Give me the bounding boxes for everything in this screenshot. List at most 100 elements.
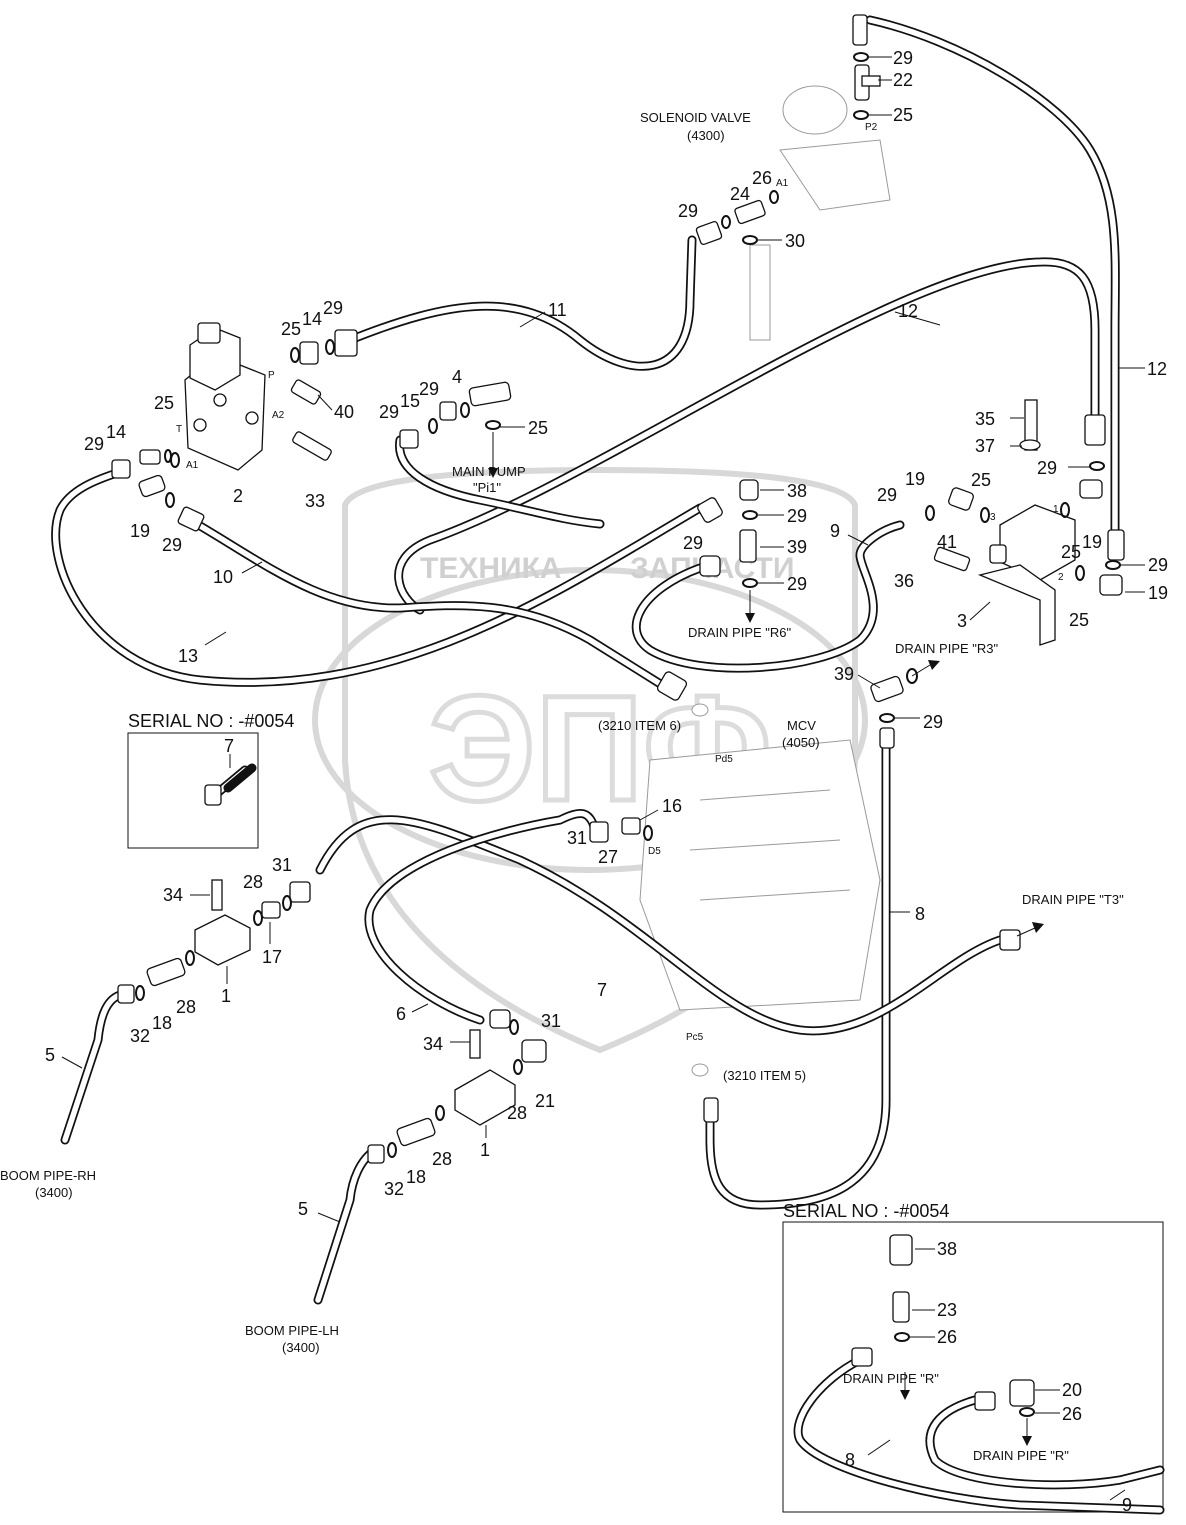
callout-12: 12 bbox=[898, 301, 918, 321]
mcv-ghost bbox=[639, 703, 881, 1077]
port-a2: A2 bbox=[272, 410, 285, 421]
callout-32: 32 bbox=[130, 1026, 150, 1046]
port-a1-solenoid: A1 bbox=[776, 178, 789, 189]
port-1: 1 bbox=[1053, 504, 1059, 515]
callout-37: 37 bbox=[975, 436, 995, 456]
boom-lh-label: BOOM PIPE-LH bbox=[245, 1323, 339, 1338]
callout-7: 7 bbox=[597, 980, 607, 1000]
callout-17: 17 bbox=[262, 947, 282, 967]
callout-34: 34 bbox=[423, 1034, 443, 1054]
callout-19: 19 bbox=[905, 469, 925, 489]
port-pc5: Pc5 bbox=[686, 1032, 704, 1043]
port-p2: P2 bbox=[865, 122, 878, 133]
callout-39: 39 bbox=[787, 537, 807, 557]
callout-31: 31 bbox=[541, 1011, 561, 1031]
port-d5: D5 bbox=[648, 846, 661, 857]
watermark-text-left: ТЕХНИКА bbox=[420, 552, 562, 585]
callout-25: 25 bbox=[281, 319, 301, 339]
inset-title-bottom-right: SERIAL NO : -#0054 bbox=[783, 1201, 949, 1221]
callout-15: 15 bbox=[400, 391, 420, 411]
callout-41: 41 bbox=[937, 532, 957, 552]
callout-18: 18 bbox=[152, 1013, 172, 1033]
callout-26: 26 bbox=[937, 1327, 957, 1347]
port-p: P bbox=[268, 370, 275, 381]
callout-29: 29 bbox=[787, 506, 807, 526]
callout-24: 24 bbox=[730, 184, 750, 204]
callout-28: 28 bbox=[432, 1149, 452, 1169]
callout-25: 25 bbox=[893, 105, 913, 125]
callout-26: 26 bbox=[1062, 1404, 1082, 1424]
callout-29: 29 bbox=[1037, 458, 1057, 478]
mcv-ref: (4050) bbox=[782, 735, 820, 750]
hoses bbox=[51, 15, 1120, 1305]
solenoid-valve-label: SOLENOID VALVE bbox=[640, 110, 751, 125]
callout-29: 29 bbox=[893, 48, 913, 68]
item5-label: (3210 ITEM 5) bbox=[723, 1068, 806, 1083]
callout-3: 3 bbox=[957, 611, 967, 631]
callout-39: 39 bbox=[834, 664, 854, 684]
inset-top-left: SERIAL NO : -#0054 bbox=[127, 711, 294, 849]
callout-25: 25 bbox=[971, 470, 991, 490]
callout-40: 40 bbox=[334, 402, 354, 422]
callout-29: 29 bbox=[1148, 555, 1168, 575]
inset-title-top-left: SERIAL NO : -#0054 bbox=[128, 711, 294, 731]
callout-13: 13 bbox=[178, 646, 198, 666]
callout-26: 26 bbox=[752, 168, 772, 188]
callout-29: 29 bbox=[379, 402, 399, 422]
port-pd5: Pd5 bbox=[715, 754, 733, 765]
callout-33: 33 bbox=[305, 491, 325, 511]
callout-25: 25 bbox=[154, 393, 174, 413]
callout-19: 19 bbox=[1082, 532, 1102, 552]
callout-23: 23 bbox=[937, 1300, 957, 1320]
port-a1: A1 bbox=[186, 460, 199, 471]
boom-lh-ref: (3400) bbox=[282, 1340, 320, 1355]
callout-10: 10 bbox=[213, 567, 233, 587]
callout-29: 29 bbox=[84, 434, 104, 454]
callout-29: 29 bbox=[678, 201, 698, 221]
callout-28: 28 bbox=[243, 872, 263, 892]
port-t: T bbox=[176, 424, 182, 435]
inset-bottom-right: SERIAL NO : -#0054 bbox=[782, 1201, 1165, 1515]
callout-32: 32 bbox=[384, 1179, 404, 1199]
callouts: 29 22 25 26 24 29 30 11 12 12 25 14 29 4… bbox=[45, 48, 1168, 1515]
callout-14: 14 bbox=[302, 309, 322, 329]
callout-28: 28 bbox=[507, 1103, 527, 1123]
main-pump-port-label: "Pi1" bbox=[473, 480, 501, 495]
callout-14: 14 bbox=[106, 422, 126, 442]
callout-30: 30 bbox=[785, 231, 805, 251]
port-3: 3 bbox=[990, 512, 996, 523]
boom-rh-ref: (3400) bbox=[35, 1185, 73, 1200]
callout-4: 4 bbox=[452, 367, 462, 387]
drain-r-label-a: DRAIN PIPE "R" bbox=[843, 1371, 939, 1386]
callout-31: 31 bbox=[272, 855, 292, 875]
port-2: 2 bbox=[1058, 572, 1064, 583]
callout-8: 8 bbox=[845, 1450, 855, 1470]
item6-label: (3210 ITEM 6) bbox=[598, 718, 681, 733]
callout-38: 38 bbox=[937, 1239, 957, 1259]
callout-22: 22 bbox=[893, 70, 913, 90]
callout-20: 20 bbox=[1062, 1380, 1082, 1400]
callout-19: 19 bbox=[130, 521, 150, 541]
callout-5: 5 bbox=[298, 1199, 308, 1219]
callout-19: 19 bbox=[1148, 583, 1168, 603]
callout-36: 36 bbox=[894, 571, 914, 591]
drain-r3-label: DRAIN PIPE "R3" bbox=[895, 641, 999, 656]
drain-t3-label: DRAIN PIPE "T3" bbox=[1022, 892, 1124, 907]
callout-1: 1 bbox=[221, 986, 231, 1006]
callout-25: 25 bbox=[1069, 610, 1089, 630]
callout-12: 12 bbox=[1147, 359, 1167, 379]
callout-35: 35 bbox=[975, 409, 995, 429]
callout-16: 16 bbox=[662, 796, 682, 816]
callout-28: 28 bbox=[176, 997, 196, 1017]
callout-29: 29 bbox=[877, 485, 897, 505]
callout-29: 29 bbox=[162, 535, 182, 555]
o-rings bbox=[135, 52, 1121, 1158]
callout-38: 38 bbox=[787, 481, 807, 501]
callout-18: 18 bbox=[406, 1167, 426, 1187]
main-pump-label: MAIN PUMP bbox=[452, 464, 526, 479]
solenoid-valve-ghost bbox=[749, 85, 891, 341]
callout-25: 25 bbox=[1061, 542, 1081, 562]
callout-5: 5 bbox=[45, 1045, 55, 1065]
